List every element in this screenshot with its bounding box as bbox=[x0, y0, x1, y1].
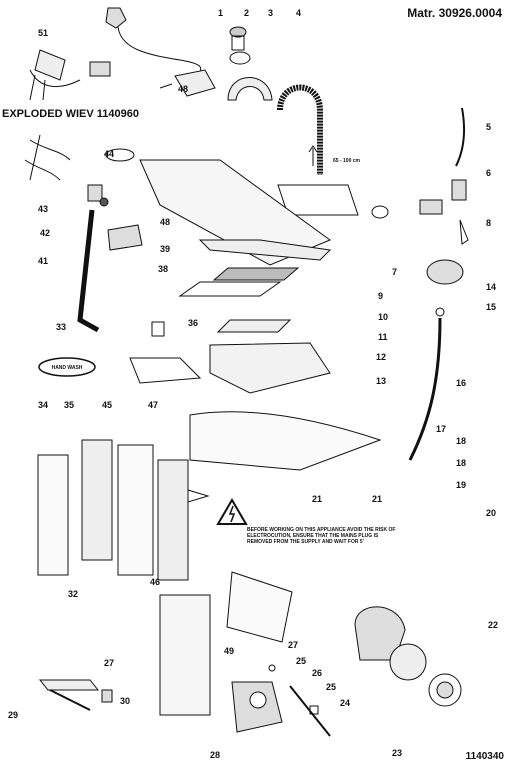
part-number-p6: 6 bbox=[486, 168, 491, 178]
part-number-p9: 9 bbox=[378, 291, 383, 301]
part-number-p42: 42 bbox=[40, 228, 50, 238]
part-number-p47: 47 bbox=[148, 400, 158, 410]
right-small-parts bbox=[371, 107, 469, 245]
hand-wash-badge bbox=[38, 357, 96, 377]
cover-panel bbox=[159, 571, 293, 716]
part-number-p7: 7 bbox=[392, 267, 397, 277]
filters bbox=[178, 267, 300, 333]
part-number-p36: 36 bbox=[188, 318, 198, 328]
part-number-p32: 32 bbox=[68, 589, 78, 599]
part-number-p29: 29 bbox=[8, 710, 18, 720]
part-number-p4: 4 bbox=[296, 8, 301, 18]
part-number-p20: 20 bbox=[486, 508, 496, 518]
part-number-p38: 38 bbox=[158, 264, 168, 274]
part-number-p45: 45 bbox=[102, 400, 112, 410]
door-interlock-cable bbox=[77, 184, 109, 333]
wiring-harness-51 bbox=[29, 49, 111, 101]
part-number-p27b: 27 bbox=[104, 658, 114, 668]
part-number-p48a: 48 bbox=[178, 84, 188, 94]
part-number-p43: 43 bbox=[38, 204, 48, 214]
figure-number: 1140340 bbox=[465, 751, 504, 762]
warning-text: BEFORE WORKING ON THIS APPLIANCE AVOID T… bbox=[247, 527, 396, 545]
part-number-p5: 5 bbox=[486, 122, 491, 132]
water-inlet-valve bbox=[229, 26, 251, 65]
part-number-p13: 13 bbox=[376, 376, 386, 386]
part-number-p16: 16 bbox=[456, 378, 466, 388]
height-range-label: 65 - 100 cm bbox=[333, 158, 361, 164]
pressure-switch bbox=[408, 259, 464, 461]
part-number-p27a: 27 bbox=[288, 640, 298, 650]
part-number-p34: 34 bbox=[38, 400, 48, 410]
part-number-p1: 1 bbox=[218, 8, 223, 18]
part-number-p18a: 18 bbox=[456, 436, 466, 446]
wiring-loom bbox=[24, 134, 71, 181]
part-number-p44: 44 bbox=[104, 149, 114, 159]
part-number-p35: 35 bbox=[64, 400, 74, 410]
part-number-p14: 14 bbox=[486, 282, 496, 292]
part-number-p26: 26 bbox=[312, 668, 322, 678]
part-number-p25b: 25 bbox=[326, 682, 336, 692]
part-number-p3: 3 bbox=[268, 8, 273, 18]
arrow-icon bbox=[187, 489, 210, 503]
part-number-p46: 46 bbox=[150, 577, 160, 587]
part-number-p10: 10 bbox=[378, 312, 388, 322]
part-number-p19: 19 bbox=[456, 480, 466, 490]
part-number-p22: 22 bbox=[488, 620, 498, 630]
pump-motor bbox=[231, 681, 283, 733]
control-panel-cover bbox=[105, 148, 332, 266]
part-number-p21b: 21 bbox=[372, 494, 382, 504]
warning-triangle-icon bbox=[216, 498, 248, 525]
part-number-p11: 11 bbox=[378, 332, 388, 342]
exploded-view-title: EXPLODED WIEV 1140960 bbox=[2, 108, 139, 120]
mains-cable bbox=[105, 7, 216, 97]
drain-pump bbox=[354, 606, 462, 707]
detergent-drawer bbox=[129, 321, 382, 471]
part-number-p48b: 48 bbox=[160, 217, 170, 227]
hose-bracket bbox=[227, 77, 273, 101]
electronic-boards bbox=[37, 439, 189, 581]
fasteners bbox=[268, 664, 331, 737]
part-number-p49: 49 bbox=[224, 646, 234, 656]
part-number-p17: 17 bbox=[436, 424, 446, 434]
part-number-p30: 30 bbox=[120, 696, 130, 706]
heating-element bbox=[38, 679, 113, 711]
part-number-p39: 39 bbox=[160, 244, 170, 254]
part-number-p15: 15 bbox=[486, 302, 496, 312]
model-number: Matr. 30926.0004 bbox=[407, 6, 502, 20]
part-number-p18b: 18 bbox=[456, 458, 466, 468]
part-number-p8: 8 bbox=[486, 218, 491, 228]
part-number-p2: 2 bbox=[244, 8, 249, 18]
part-number-p51: 51 bbox=[38, 28, 48, 38]
sink-outline bbox=[277, 145, 359, 216]
part-number-p41: 41 bbox=[38, 256, 48, 266]
part-number-p28: 28 bbox=[210, 750, 220, 760]
part-number-p23: 23 bbox=[392, 748, 402, 758]
part-number-p33: 33 bbox=[56, 322, 66, 332]
part-number-p25a: 25 bbox=[296, 656, 306, 666]
part-number-p21a: 21 bbox=[312, 494, 322, 504]
drain-hose bbox=[277, 84, 323, 175]
hand-wash-label: HAND WASH bbox=[52, 365, 83, 371]
part-number-p12: 12 bbox=[376, 352, 386, 362]
part-number-p24: 24 bbox=[340, 698, 350, 708]
